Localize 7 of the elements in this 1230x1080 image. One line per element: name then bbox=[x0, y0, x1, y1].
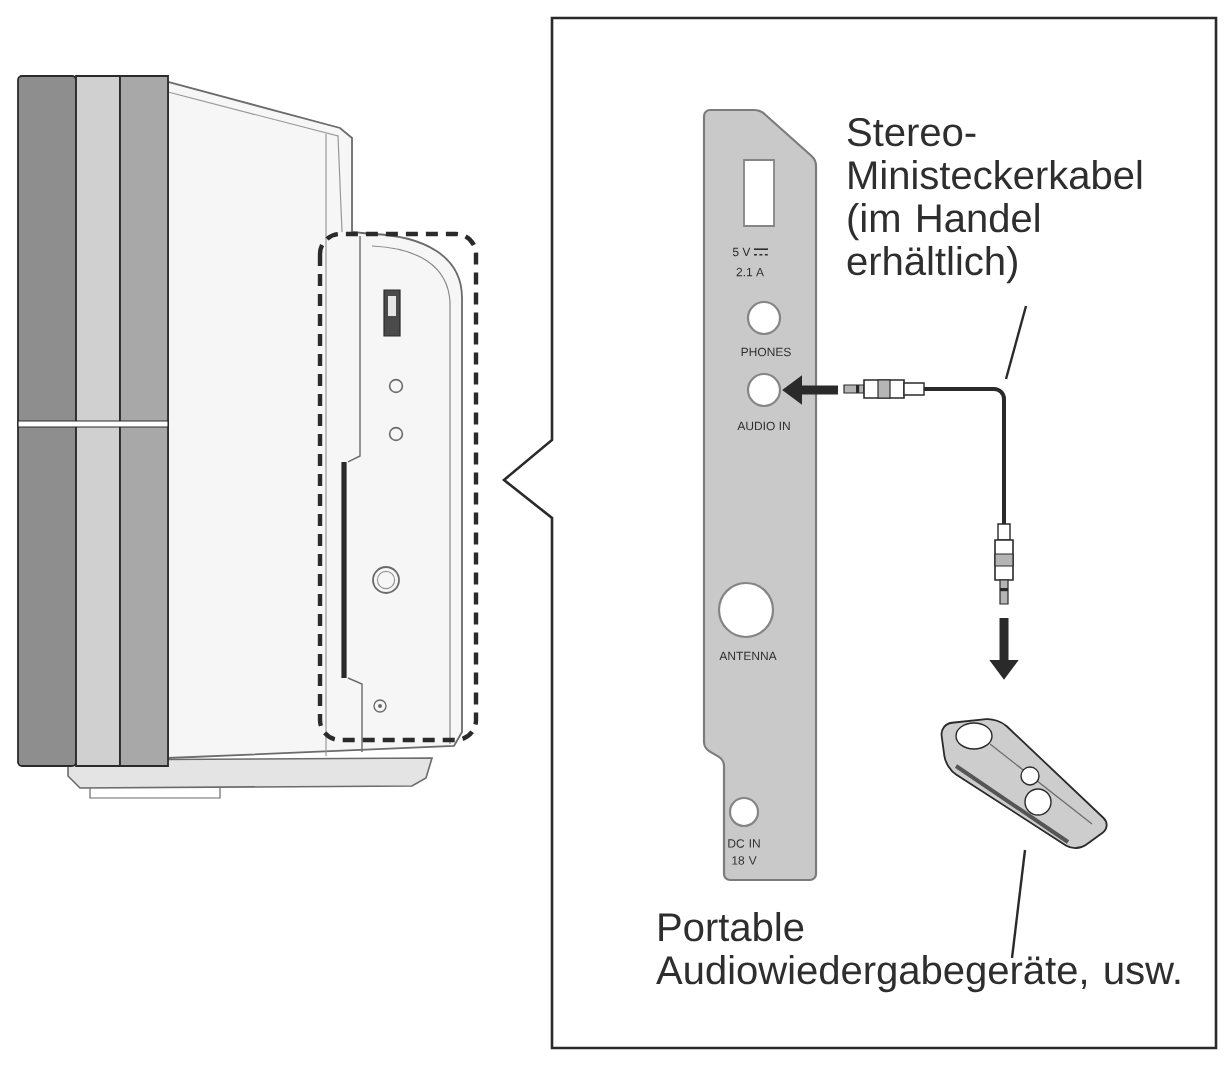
callout-label: Stereo-Ministeckerkabel (im Handel erhältlich) bbox=[847, 118, 1142, 284]
audio-cable bbox=[843, 379, 1014, 605]
leader-line bbox=[1010, 849, 1027, 959]
portable-player bbox=[940, 718, 1108, 849]
connector-panel bbox=[702, 108, 818, 882]
leader-line bbox=[1004, 305, 1028, 380]
callout-label: Portable Audiowiedergabegeräte, usw. bbox=[656, 911, 1180, 993]
